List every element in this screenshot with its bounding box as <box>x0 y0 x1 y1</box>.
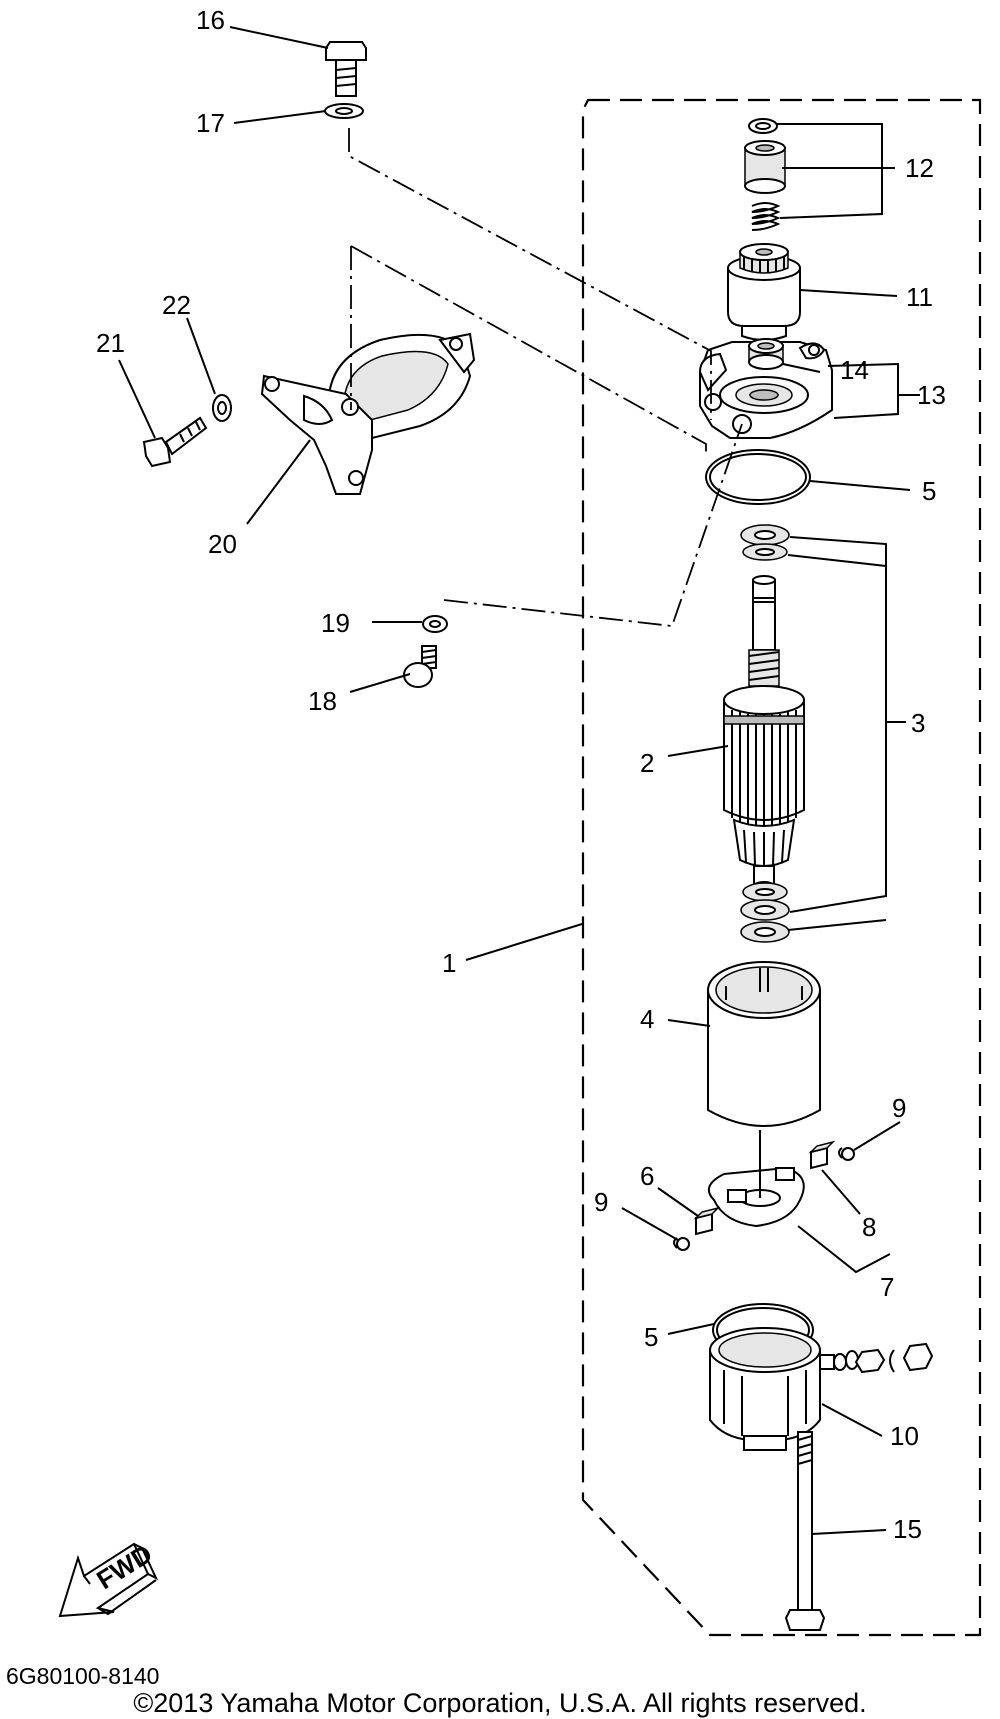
part-6-brush <box>693 1206 721 1236</box>
part-10-rear-cover <box>709 1327 934 1451</box>
callout-17: 17 <box>196 108 225 138</box>
callout-12: 12 <box>905 153 934 183</box>
callout-6: 6 <box>640 1161 654 1191</box>
callout-18: 18 <box>308 686 337 716</box>
copyright-notice: ©2013 Yamaha Motor Corporation, U.S.A. A… <box>133 1688 867 1718</box>
callout-19: 19 <box>321 608 350 638</box>
part-16-bolt <box>325 41 367 97</box>
callout-20: 20 <box>208 529 237 559</box>
callout-22: 22 <box>162 290 191 320</box>
callout-15: 15 <box>893 1514 922 1544</box>
part-22-washer <box>212 394 232 422</box>
callout-21: 21 <box>96 328 125 358</box>
callout-14: 14 <box>840 355 869 385</box>
part-11-pinion-gear <box>727 243 801 341</box>
part-12-clip-collar-spring <box>744 118 786 231</box>
callout-13: 13 <box>917 380 946 410</box>
callout-9-right: 9 <box>892 1093 906 1123</box>
callout-4: 4 <box>640 1004 654 1034</box>
part-19-washer <box>422 615 448 633</box>
callout-8: 8 <box>862 1212 876 1242</box>
callout-11: 11 <box>906 282 933 312</box>
callout-9-left: 9 <box>594 1187 608 1217</box>
part-21-bolt <box>142 416 208 468</box>
callout-5-upper: 5 <box>922 476 936 506</box>
part-14-bushing <box>748 338 784 370</box>
callout-3: 3 <box>911 708 925 738</box>
fwd-arrow-icon: FWD <box>58 1538 159 1618</box>
document-number: 6G80100-8140 <box>6 1663 160 1689</box>
part-8-brush <box>808 1140 836 1170</box>
leader-lines <box>118 26 920 1535</box>
callout-16: 16 <box>196 5 225 35</box>
callout-10: 10 <box>890 1421 919 1451</box>
part-20-bracket <box>260 332 476 495</box>
part-2-armature <box>723 575 805 891</box>
part-13-front-bracket <box>698 341 833 439</box>
part-7-brush-holder <box>707 1130 805 1228</box>
part-18-screw <box>403 645 437 688</box>
centerlines <box>348 128 743 627</box>
callout-7: 7 <box>880 1272 894 1302</box>
part-3-washers-lower <box>740 882 790 943</box>
part-5-o-ring-upper <box>705 449 811 505</box>
callout-1: 1 <box>442 948 456 978</box>
part-9-brush-spring-right <box>838 1147 855 1161</box>
callout-5-lower: 5 <box>644 1322 658 1352</box>
part-15-through-bolt <box>784 1431 826 1631</box>
assembly-boundary <box>581 98 982 1637</box>
part-3-washers-upper <box>740 524 790 561</box>
callout-numbers: 1 2 3 4 5 5 6 7 8 9 9 10 11 12 13 14 15 … <box>96 5 946 1544</box>
callout-2: 2 <box>640 748 654 778</box>
part-4-yoke <box>707 961 821 1127</box>
part-17-washer <box>324 103 364 119</box>
